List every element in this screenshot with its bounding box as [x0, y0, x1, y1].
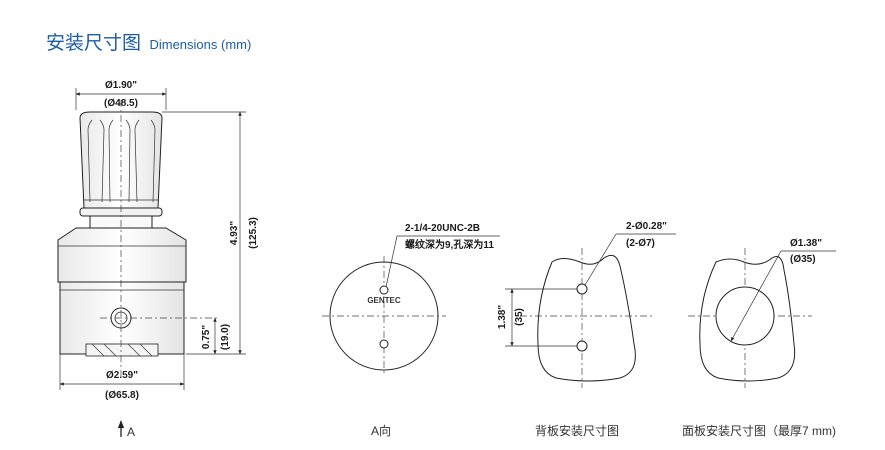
front-panel-view: Ø1.38" (Ø35) 面板安装尺寸图（最厚7 mm) [682, 238, 836, 438]
knob-rib [108, 119, 114, 203]
thread-label: 2-1/4-20UNC-2B [405, 223, 480, 234]
bottom-diameter-in: Ø2.59" [106, 370, 138, 381]
front-hole-mm: (Ø35) [790, 254, 816, 265]
knob-rib [150, 119, 156, 203]
knob-rib [134, 119, 140, 203]
view-a: GENTEC 2-1/4-20UNC-2B 螺纹深为9,孔深为11 A向 [322, 223, 500, 438]
brand-logo: GENTEC [367, 296, 401, 305]
bottom-nut [85, 343, 159, 357]
hole-spacing-in: 1.38" [497, 305, 508, 329]
mount-hole-bottom [379, 339, 389, 349]
view-a-caption: A向 [371, 423, 391, 438]
back-hole-mm: (2-Ø7) [626, 238, 655, 249]
page-title: 安装尺寸图 Dimensions (mm) [46, 28, 251, 55]
mount-hole-top [379, 285, 389, 295]
view-marker: A [127, 425, 135, 439]
page-title-cn: 安装尺寸图 [46, 33, 142, 54]
port-height-mm: (19.0) [220, 324, 231, 350]
page-title-en: Dimensions (mm) [149, 37, 252, 52]
hole-leader-line [584, 233, 617, 286]
back-panel-view: 2-Ø0.28" (2-Ø7) 1.38" (35) 背板安装尺寸图 [497, 221, 676, 438]
knob-rib [125, 119, 131, 203]
thread-note: 螺纹深为9,孔深为11 [405, 238, 494, 251]
front-panel-caption: 面板安装尺寸图（最厚7 mm) [682, 423, 836, 438]
bottom-nut-hatch [91, 343, 153, 357]
height-mm: (125.3) [248, 217, 259, 249]
thread-leader-line [385, 235, 398, 288]
back-panel-caption: 背板安装尺寸图 [535, 423, 619, 438]
side-view: Ø1.90" (Ø48.5) 4.93" (125.3) [57, 80, 259, 439]
back-hole-in: 2-Ø0.28" [626, 221, 667, 232]
back-panel-outline [537, 254, 636, 382]
knob-rib [99, 119, 105, 203]
knob-rib [87, 119, 93, 203]
top-diameter-in: Ø1.90" [105, 80, 137, 91]
back-panel-hole-top [576, 283, 588, 295]
port-height-in: 0.75" [201, 325, 212, 349]
back-panel-hole-bottom [576, 340, 588, 352]
bottom-diameter-mm: (Ø65.8) [105, 390, 139, 401]
bonnet [57, 227, 187, 283]
height-in: 4.93" [229, 221, 240, 245]
front-hole-in: Ø1.38" [790, 238, 822, 249]
front-hole-leader-line [730, 250, 782, 342]
hole-spacing-mm: (35) [514, 308, 525, 326]
